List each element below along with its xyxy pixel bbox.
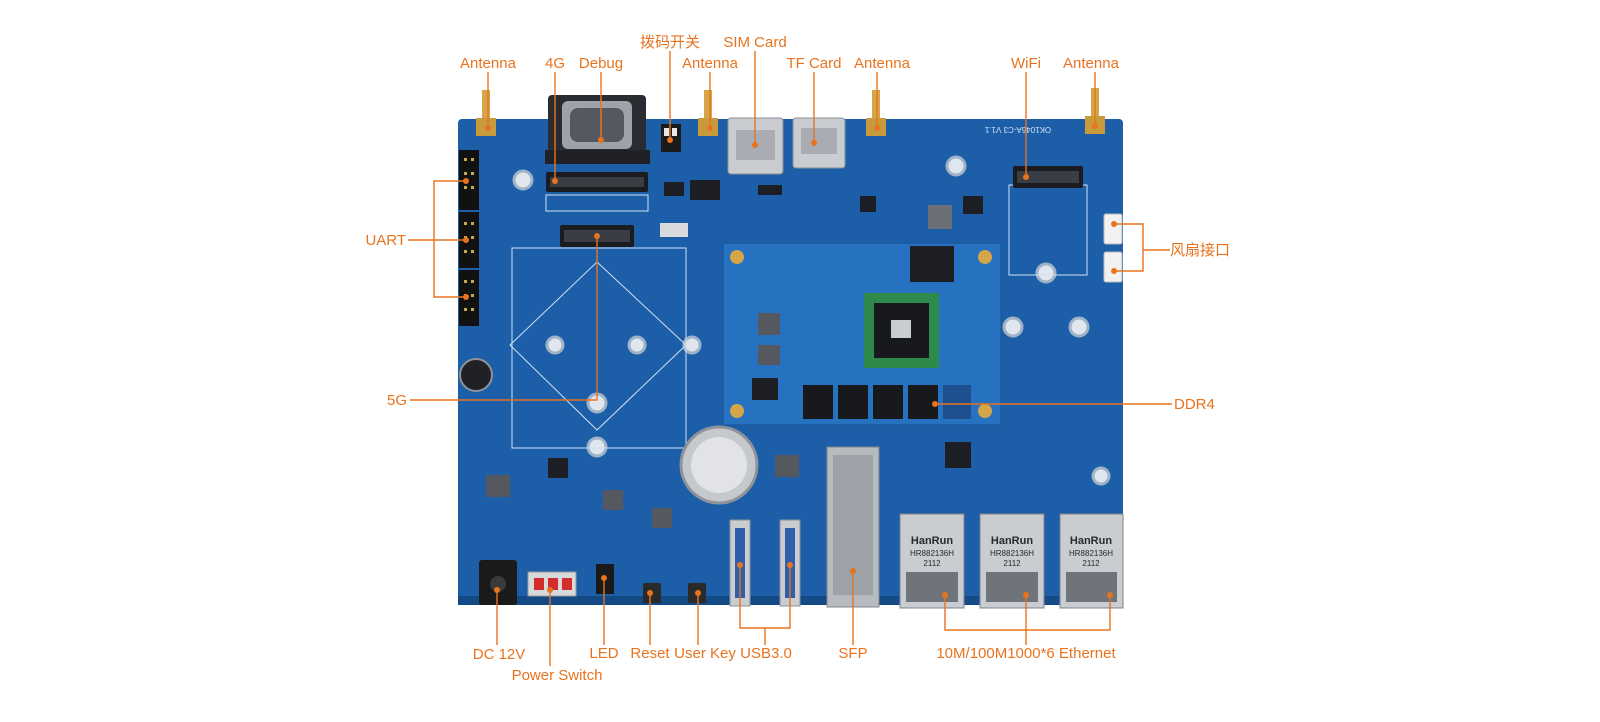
label-power-switch: Power Switch xyxy=(512,667,603,684)
uart-header xyxy=(459,150,479,210)
label-dip-switch: 拨码开关 xyxy=(640,34,700,51)
carrier-board: OK1046A-C3 V1.1 xyxy=(458,88,1124,609)
label-antenna-1: Antenna xyxy=(460,55,517,72)
svg-text:2112: 2112 xyxy=(1082,559,1100,568)
ddr4-chips xyxy=(803,385,971,419)
mounting-hole xyxy=(1068,316,1090,338)
rj45-jack-icon: HanRun HR882136H 2112 xyxy=(899,513,965,609)
svg-text:HanRun: HanRun xyxy=(911,535,953,547)
capacitor xyxy=(459,358,493,392)
label-fan: 风扇接口 xyxy=(1170,242,1230,259)
uart-headers xyxy=(459,150,479,326)
label-uart: UART xyxy=(365,232,406,249)
label-ethernet: 10M/100M1000*6 Ethernet xyxy=(936,645,1116,662)
uart-header xyxy=(459,270,479,326)
som-mount-pad xyxy=(730,250,744,264)
label-dc12v: DC 12V xyxy=(473,646,526,663)
m2-slot-wifi xyxy=(1013,166,1083,188)
label-antenna-4: Antenna xyxy=(1063,55,1120,72)
callout-labels: Antenna 4G Debug 拨码开关 Antenna SIM Card T… xyxy=(365,34,1230,684)
svg-text:2112: 2112 xyxy=(1003,559,1021,568)
dc-jack xyxy=(479,560,517,605)
coin-cell-battery-icon xyxy=(679,425,759,505)
tf-card-holder xyxy=(792,117,846,169)
mounting-hole xyxy=(545,335,565,355)
mounting-hole xyxy=(627,335,647,355)
fan-connector xyxy=(1103,251,1123,283)
mounting-hole xyxy=(1035,262,1057,284)
svg-text:HR882136H: HR882136H xyxy=(910,549,954,558)
label-reset: Reset xyxy=(630,645,670,662)
mounting-hole xyxy=(1002,316,1024,338)
label-led: LED xyxy=(589,645,618,662)
sfp-cage xyxy=(826,446,880,608)
rj45-jacks: HanRun HR882136H 2112 HanRun HR882136H 2… xyxy=(899,513,1124,609)
power-components xyxy=(486,442,971,528)
callout-dots xyxy=(463,123,1117,598)
mounting-hole xyxy=(586,436,608,458)
som-mount-pad xyxy=(978,250,992,264)
label-user-key: User Key xyxy=(674,645,736,662)
mounting-hole xyxy=(512,169,534,191)
label-usb30: USB3.0 xyxy=(740,645,792,662)
mounting-hole xyxy=(682,335,702,355)
label-debug: Debug xyxy=(579,55,623,72)
label-antenna-3: Antenna xyxy=(854,55,911,72)
som-chip xyxy=(752,378,778,400)
fan-connector xyxy=(1103,213,1123,245)
mounting-hole xyxy=(945,155,967,177)
som-mount-pad xyxy=(730,404,744,418)
m2-slot-4g xyxy=(546,172,648,192)
som-module xyxy=(722,242,1002,426)
cpu-chip xyxy=(864,293,939,368)
rj45-jack-icon: HanRun HR882136H 2112 xyxy=(1059,513,1124,609)
som-inductor xyxy=(758,313,780,335)
label-5g: 5G xyxy=(387,392,407,409)
label-wifi: WiFi xyxy=(1011,55,1041,72)
som-inductor xyxy=(758,345,780,365)
svg-text:2112: 2112 xyxy=(923,559,941,568)
svg-text:HanRun: HanRun xyxy=(1070,535,1112,547)
label-antenna-2: Antenna xyxy=(682,55,739,72)
board-model-text: OK1046A-C3 V1.1 xyxy=(984,125,1051,134)
label-4g: 4G xyxy=(545,55,565,72)
mounting-holes xyxy=(512,155,1111,486)
fan-connectors xyxy=(1103,213,1123,283)
label-ddr4: DDR4 xyxy=(1174,396,1215,413)
silkscreen xyxy=(509,184,1088,449)
svg-text:HR882136H: HR882136H xyxy=(990,549,1034,558)
misc-components xyxy=(660,180,983,237)
callout-lines xyxy=(408,51,1172,666)
label-tf-card: TF Card xyxy=(786,55,841,72)
mounting-hole xyxy=(1091,466,1111,486)
power-switch-part xyxy=(527,571,577,597)
label-sfp: SFP xyxy=(838,645,867,662)
som-mount-pad xyxy=(978,404,992,418)
db9-connector-icon xyxy=(545,95,650,164)
som-chip xyxy=(910,246,954,282)
rj45-jack-icon: HanRun HR882136H 2112 xyxy=(979,513,1045,609)
svg-text:HanRun: HanRun xyxy=(991,535,1033,547)
svg-text:HR882136H: HR882136H xyxy=(1069,549,1113,558)
label-sim-card: SIM Card xyxy=(723,34,786,51)
